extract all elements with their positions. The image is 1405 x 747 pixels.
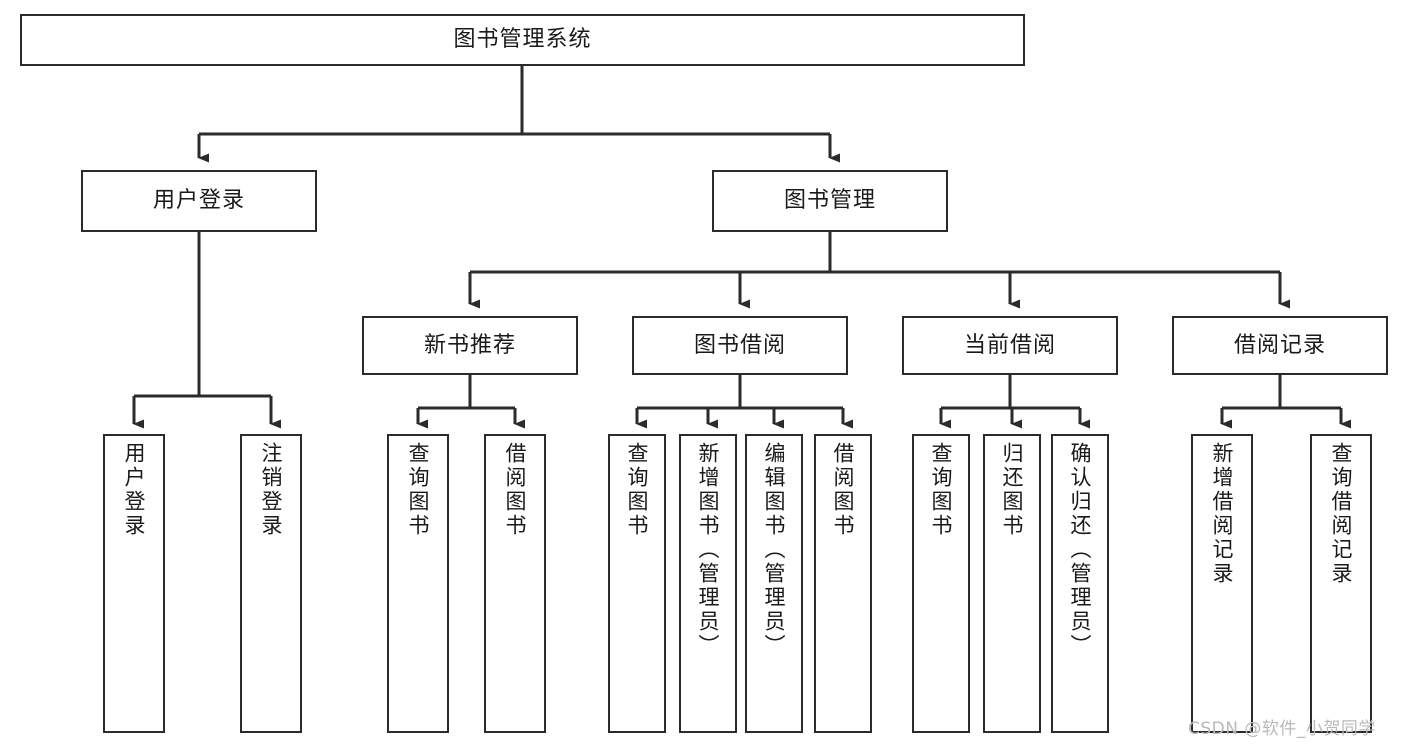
node-leaf-query-book-borrow-label: 查询图书 <box>625 442 650 538</box>
node-leaf-query-borrow-record[interactable]: 查询借阅记录 <box>1310 434 1372 733</box>
node-leaf-confirm-return-admin[interactable]: 确认归还（管理员） <box>1051 434 1109 733</box>
node-leaf-add-book-admin-label: 新增图书（管理员） <box>696 442 721 658</box>
node-book-management[interactable]: 图书管理 <box>712 170 948 232</box>
node-borrow-records-label: 借阅记录 <box>1233 332 1326 358</box>
node-user-login[interactable]: 用户登录 <box>81 170 317 232</box>
node-leaf-query-book-recommend-label: 查询图书 <box>406 442 431 538</box>
node-borrow-records[interactable]: 借阅记录 <box>1172 316 1388 375</box>
node-book-borrow[interactable]: 图书借阅 <box>632 316 848 375</box>
node-root[interactable]: 图书管理系统 <box>20 14 1025 66</box>
node-leaf-return-book-label: 归还图书 <box>1000 442 1025 538</box>
node-current-borrow[interactable]: 当前借阅 <box>902 316 1118 375</box>
connector-userlogin-to-leaves <box>132 232 281 429</box>
node-leaf-query-book-borrow[interactable]: 查询图书 <box>608 434 666 733</box>
node-leaf-edit-book-admin-label: 编辑图书（管理员） <box>762 442 787 658</box>
node-leaf-confirm-return-admin-label: 确认归还（管理员） <box>1068 442 1093 658</box>
node-leaf-query-book-current[interactable]: 查询图书 <box>912 434 970 733</box>
connector-recommend-to-leaves <box>416 375 525 429</box>
node-current-borrow-label: 当前借阅 <box>963 332 1056 358</box>
node-leaf-user-logout[interactable]: 注销登录 <box>240 434 302 733</box>
node-leaf-borrow-book[interactable]: 借阅图书 <box>814 434 872 733</box>
node-leaf-query-book-recommend[interactable]: 查询图书 <box>387 434 449 733</box>
node-user-login-label: 用户登录 <box>152 188 245 214</box>
node-new-book-recommend-label: 新书推荐 <box>423 332 516 358</box>
node-leaf-user-login-label: 用户登录 <box>122 442 147 538</box>
node-book-management-label: 图书管理 <box>783 188 876 214</box>
node-root-label: 图书管理系统 <box>453 27 592 53</box>
node-leaf-add-borrow-record[interactable]: 新增借阅记录 <box>1191 434 1253 733</box>
node-leaf-borrow-book-recommend[interactable]: 借阅图书 <box>484 434 546 733</box>
connector-root-to-level2 <box>197 66 840 163</box>
node-leaf-add-book-admin[interactable]: 新增图书（管理员） <box>679 434 737 733</box>
node-leaf-user-logout-label: 注销登录 <box>259 442 284 538</box>
connector-bookmgmt-to-level3 <box>468 232 1290 309</box>
connector-currentborrow-to-leaves <box>939 375 1090 429</box>
node-leaf-add-borrow-record-label: 新增借阅记录 <box>1210 442 1235 586</box>
node-leaf-borrow-book-recommend-label: 借阅图书 <box>503 442 528 538</box>
connector-bookborrow-to-leaves <box>635 375 853 429</box>
node-leaf-borrow-book-label: 借阅图书 <box>831 442 856 538</box>
node-leaf-query-borrow-record-label: 查询借阅记录 <box>1329 442 1354 586</box>
node-leaf-query-book-current-label: 查询图书 <box>929 442 954 538</box>
node-leaf-edit-book-admin[interactable]: 编辑图书（管理员） <box>745 434 803 733</box>
node-book-borrow-label: 图书借阅 <box>693 332 786 358</box>
csdn-watermark: CSDN @软件_小贺同学 <box>1188 719 1376 739</box>
connector-borrowrecords-to-leaves <box>1220 375 1351 429</box>
node-leaf-return-book[interactable]: 归还图书 <box>983 434 1041 733</box>
node-new-book-recommend[interactable]: 新书推荐 <box>362 316 578 375</box>
node-leaf-user-login[interactable]: 用户登录 <box>103 434 165 733</box>
